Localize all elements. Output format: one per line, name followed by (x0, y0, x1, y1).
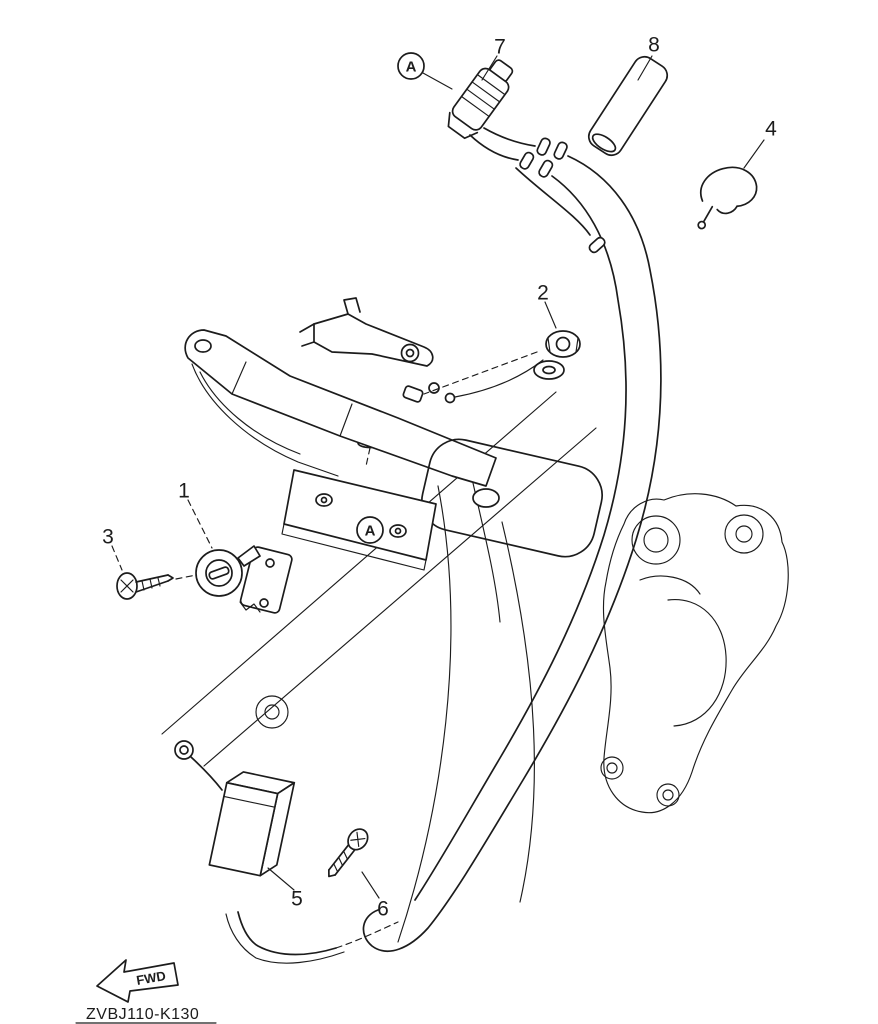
part-4-clip (697, 166, 758, 230)
bullet-terminal-1 (519, 151, 535, 170)
bullet-terminal-4 (538, 159, 554, 178)
part-code-block: ZVBJ110-K130 (75, 1006, 217, 1024)
phillips-cross-icon (350, 831, 366, 847)
svg-text:FWD: FWD (135, 968, 167, 988)
frame-grommet (255, 695, 289, 729)
frame-outline-lines (161, 391, 597, 943)
part-6-screw (327, 828, 369, 878)
callout-7: 7 (494, 36, 506, 59)
callout-labels: 1 2 3 4 5 6 7 8 (102, 34, 777, 921)
mounting-plate (283, 469, 437, 561)
crankcase-boss-2 (724, 514, 764, 554)
bracket-main-arm (184, 329, 497, 487)
phillips-cross-icon (120, 579, 134, 593)
callout-5: 5 (291, 888, 303, 911)
part-2-nut-washer (423, 330, 581, 404)
crankcase-outline (600, 493, 789, 814)
svg-text:A: A (365, 523, 376, 540)
fwd-arrow-icon (96, 959, 179, 1003)
callout-2: 2 (537, 282, 549, 305)
switch-slot (208, 566, 230, 580)
part-1-switch (195, 545, 293, 614)
bullet-terminal-2 (536, 137, 551, 156)
bracket-boss (472, 488, 500, 508)
harness-wires (362, 155, 662, 952)
bullet-terminal-3 (553, 141, 568, 160)
callout-1: 1 (178, 480, 190, 503)
part-code: ZVBJ110-K130 (86, 1006, 199, 1023)
fwd-arrow: FWD (96, 959, 179, 1003)
callout-3: 3 (102, 526, 114, 549)
ref-marker-a-bracket: A (356, 516, 384, 544)
svg-text:A: A (406, 59, 417, 76)
bullet-terminal-dangling (588, 236, 606, 254)
callout-4: 4 (765, 118, 777, 141)
part-5-unit-box (174, 740, 399, 964)
crankcase-lug-2 (656, 783, 680, 807)
ground-lead-wire (454, 359, 544, 398)
callout-6: 6 (377, 898, 389, 921)
callout-8: 8 (648, 34, 660, 57)
part-7-connector (447, 59, 568, 178)
bracket-clamp (402, 385, 424, 403)
part-3-screw (116, 572, 197, 600)
crankcase-boss-1 (631, 515, 681, 565)
frame-spar (421, 438, 603, 558)
part-8-tube (587, 55, 669, 157)
bracket-assembly (184, 297, 603, 571)
leader-lines (111, 55, 765, 899)
crankcase-lug-1 (600, 756, 624, 780)
ring-terminal (174, 740, 194, 760)
ref-marker-a-top: A (397, 52, 425, 80)
